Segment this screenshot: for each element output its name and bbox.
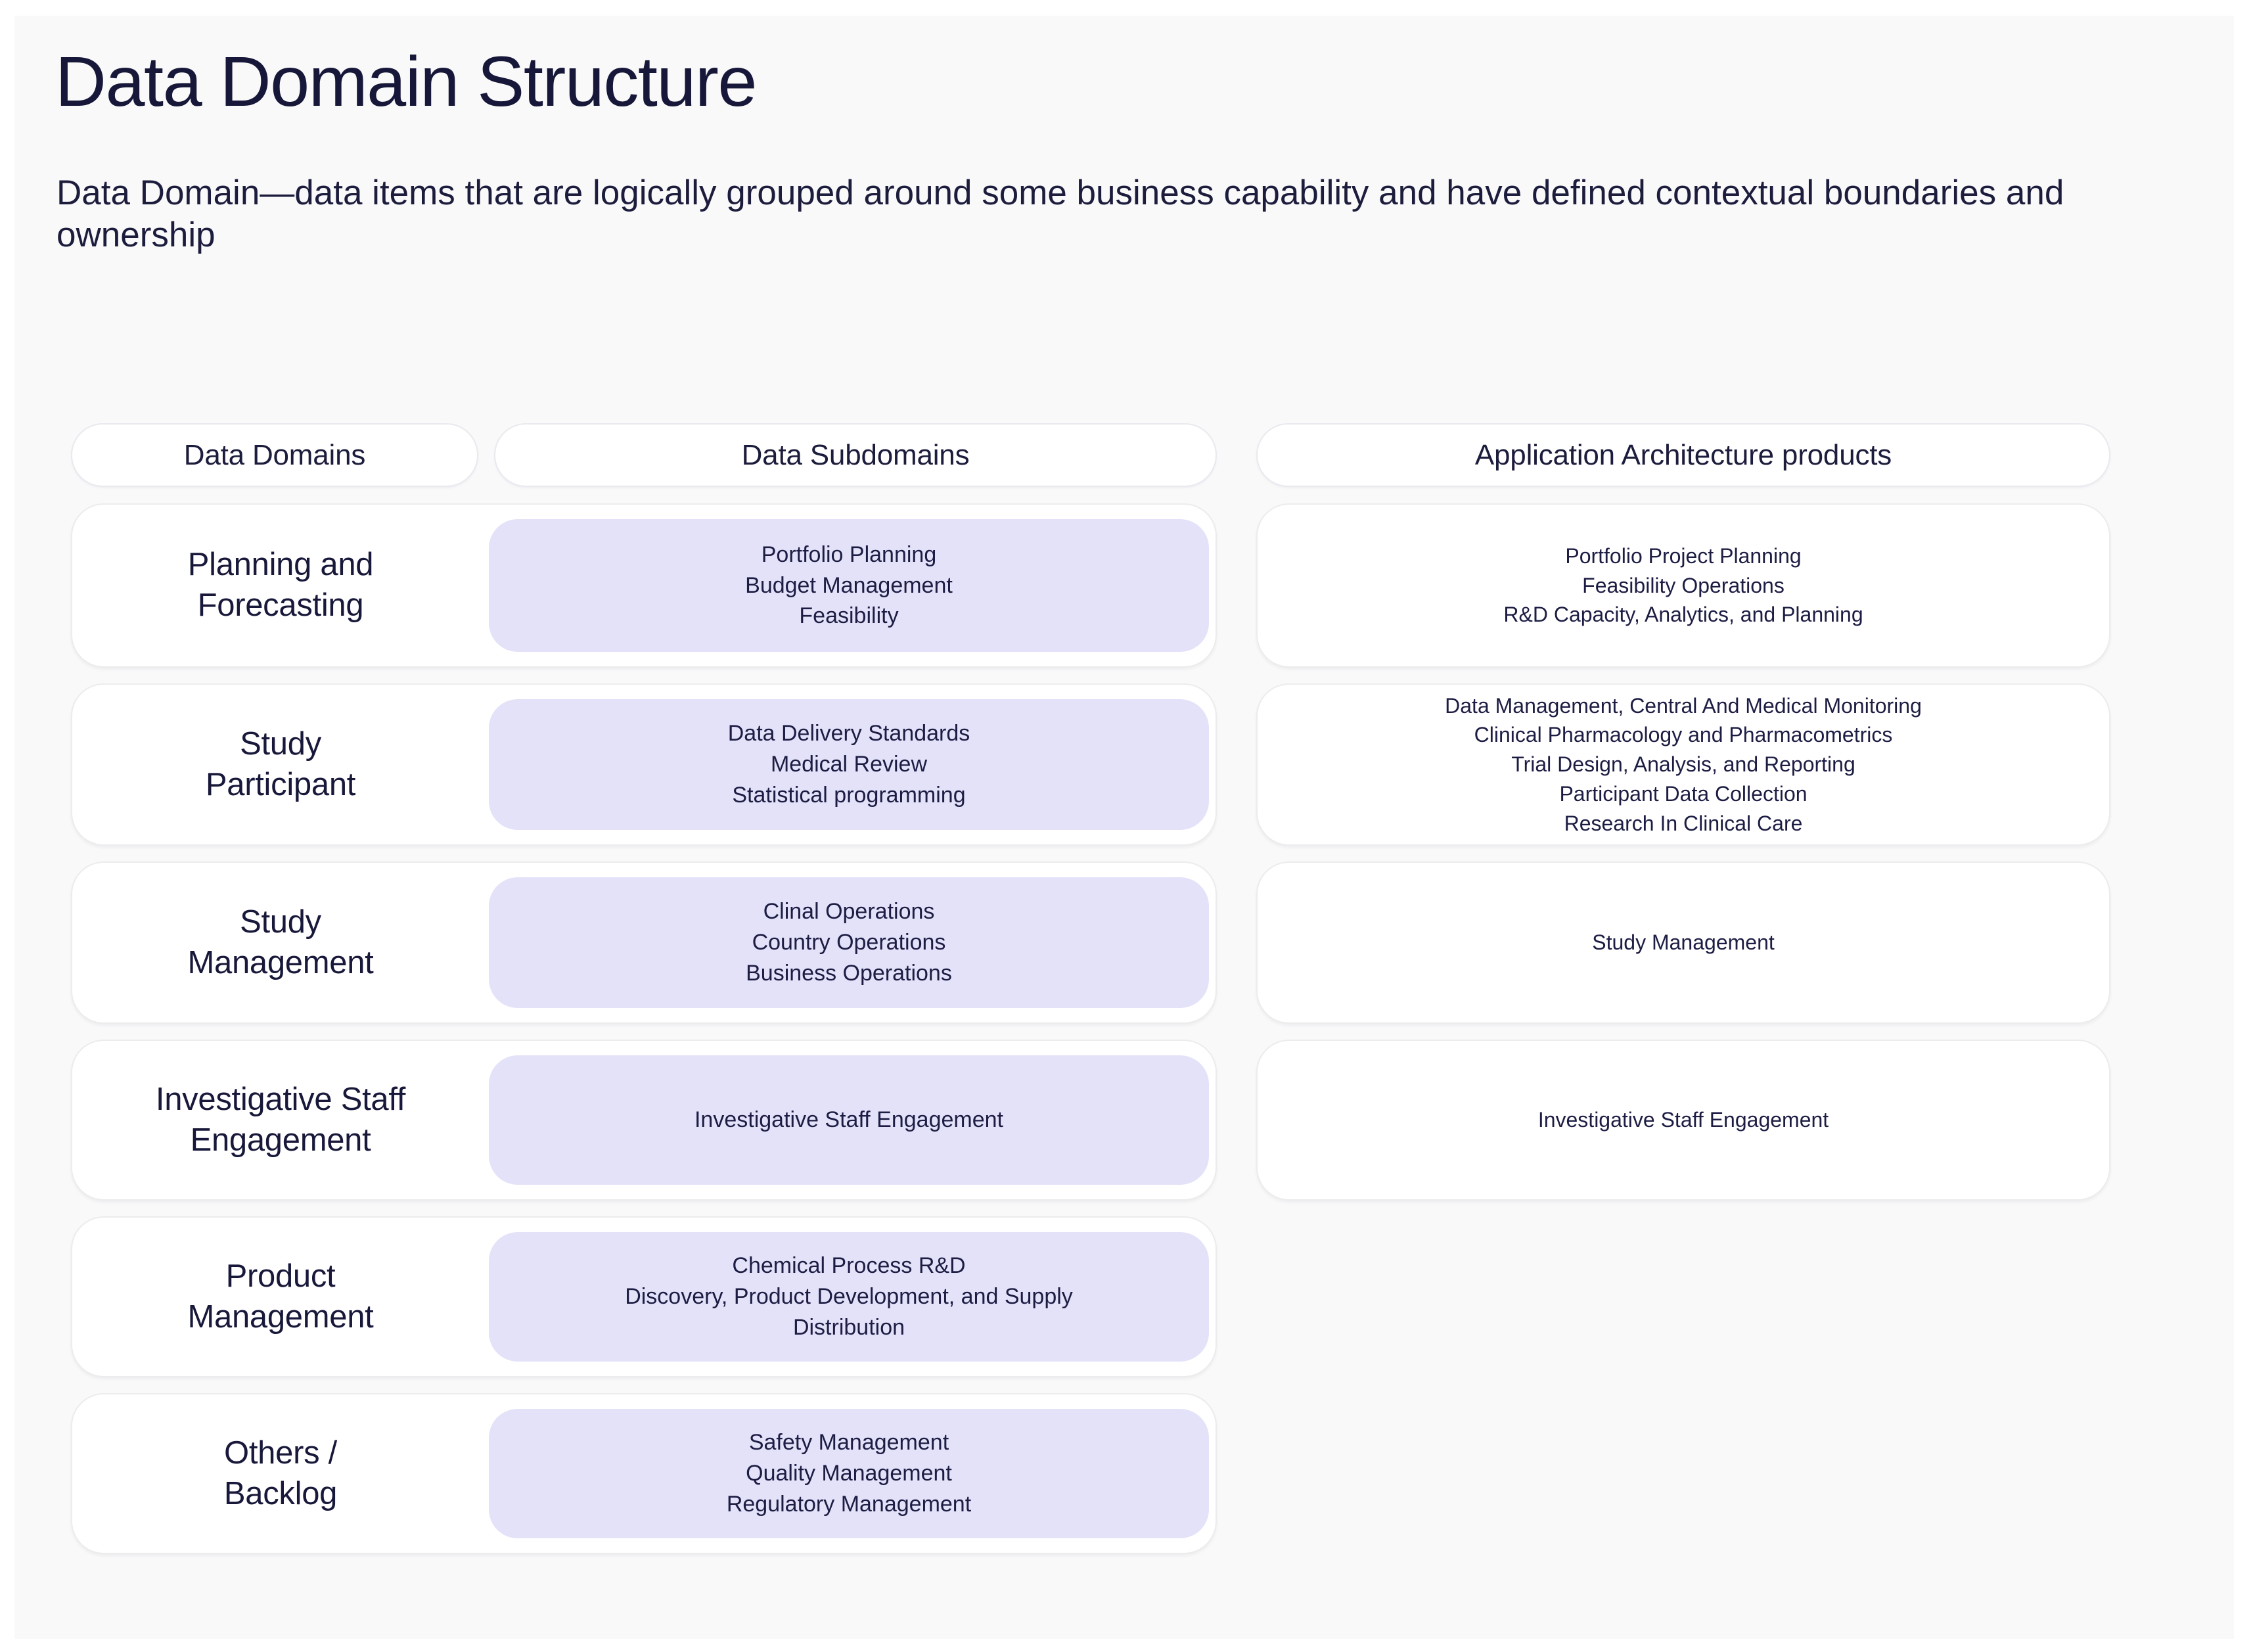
application-products-card: Investigative Staff Engagement — [1256, 1040, 2110, 1201]
column-header-data-domains: Data Domains — [71, 423, 478, 487]
page-title: Data Domain Structure — [55, 41, 757, 121]
domain-label: Others /Backlog — [223, 1434, 338, 1511]
application-products-card: Study Management — [1256, 861, 2110, 1024]
column-header-label: Application Architecture products — [1474, 438, 1892, 471]
diagram-canvas: Data Domain Structure Data Domain—data i… — [14, 16, 2234, 1639]
column-header-data-subdomains: Data Subdomains — [494, 423, 1217, 487]
domain-cell: Others /Backlog — [72, 1394, 489, 1553]
subdomain-list: Investigative Staff Engagement — [694, 1107, 1003, 1133]
column-header-label: Data Subdomains — [741, 438, 970, 471]
column-header-label: Data Domains — [183, 438, 366, 471]
page-subtitle: Data Domain—data items that are logicall… — [57, 173, 2064, 254]
application-products-list: Data Management, Central And Medical Mon… — [1445, 693, 1922, 835]
column-header-row: Data Domains Data Subdomains Application… — [14, 423, 2234, 489]
data-domain-structure-diagram: Data Domains Data Subdomains Application… — [14, 423, 2234, 1570]
application-products-list: Investigative Staff Engagement — [1537, 1108, 1829, 1132]
subdomain-cell: Investigative Staff Engagement — [489, 1055, 1209, 1185]
column-header-application-architecture-products: Application Architecture products — [1256, 423, 2110, 487]
application-products-card: Data Management, Central And Medical Mon… — [1256, 683, 2110, 846]
application-products-list: Study Management — [1592, 930, 1775, 955]
